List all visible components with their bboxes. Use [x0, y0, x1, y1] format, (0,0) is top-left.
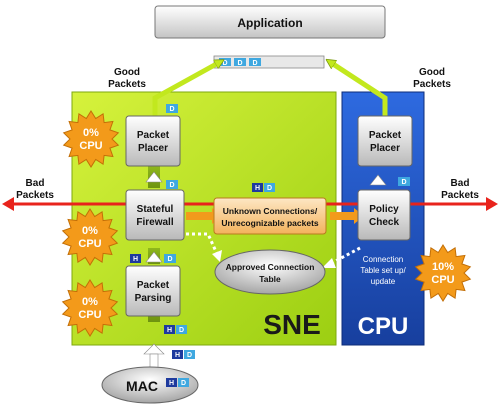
- packet-tag-h: [166, 378, 177, 387]
- svg-text:Bad: Bad: [451, 178, 470, 189]
- bad-arrowhead-left: [2, 197, 14, 211]
- svg-text:Table set up/: Table set up/: [360, 266, 406, 275]
- packet-parsing-box: Packet Parsing: [125, 265, 181, 317]
- connection-table-setup-label: Connection Table set up/ update: [360, 255, 406, 286]
- svg-text:Packets: Packets: [108, 79, 146, 90]
- application-box: Application: [154, 5, 386, 39]
- svg-text:D: D: [222, 60, 227, 67]
- good-packets-label-right: Good Packets: [413, 67, 451, 90]
- svg-text:update: update: [371, 277, 396, 286]
- svg-text:CPU: CPU: [78, 309, 101, 321]
- packet-tag-h: [172, 350, 183, 359]
- cpu-badge-10-percent: 10% CPU: [414, 244, 472, 302]
- packet-tags: D D H D H D H D H D H D D: [130, 104, 410, 387]
- packet-tag-d: [176, 325, 187, 334]
- svg-text:D: D: [252, 60, 257, 67]
- svg-text:Packet: Packet: [137, 130, 170, 141]
- policy-check-box: Policy Check: [357, 189, 411, 241]
- arrow-up-firewall: [145, 171, 163, 183]
- svg-text:D: D: [181, 380, 186, 387]
- svg-text:D: D: [401, 179, 406, 186]
- packet-tag-d: [184, 350, 195, 359]
- packet-tag-d: [166, 104, 178, 113]
- svg-text:D: D: [169, 106, 174, 113]
- packet-tag-d: [234, 58, 246, 66]
- svg-text:Check: Check: [369, 217, 399, 228]
- svg-text:D: D: [179, 327, 184, 334]
- svg-text:0%: 0%: [82, 225, 98, 237]
- svg-text:Policy: Policy: [369, 204, 399, 215]
- application-label: Application: [237, 16, 302, 30]
- bad-packets-label-right: Bad Packets: [441, 178, 479, 201]
- svg-text:Bad: Bad: [26, 178, 45, 189]
- arrow-up-parsing: [145, 251, 163, 263]
- svg-text:Unknown Connections/: Unknown Connections/: [223, 206, 318, 216]
- packet-tag-d: [249, 58, 261, 66]
- sne-label: SNE: [263, 309, 321, 340]
- svg-text:H: H: [133, 256, 138, 263]
- packet-tag-d: [164, 254, 176, 263]
- svg-text:Firewall: Firewall: [136, 217, 173, 228]
- svg-text:D: D: [237, 60, 242, 67]
- packet-tag-d: [166, 180, 178, 189]
- good-arrow-right: [330, 62, 388, 116]
- cpu-label: CPU: [358, 313, 409, 340]
- bad-arrowhead-right: [486, 197, 498, 211]
- svg-text:H: H: [167, 327, 172, 334]
- application-queue: D D D: [213, 55, 325, 69]
- stateful-firewall-box: Stateful Firewall: [125, 189, 185, 241]
- svg-text:D: D: [169, 182, 174, 189]
- good-packets-label-left: Good Packets: [108, 67, 146, 90]
- svg-text:D: D: [187, 352, 192, 359]
- svg-text:D: D: [167, 256, 172, 263]
- svg-text:H: H: [255, 185, 260, 192]
- approved-connection-table: Approved Connection Table: [214, 249, 326, 295]
- svg-text:CPU: CPU: [431, 274, 454, 286]
- cpu-badge-0-percent-top: 0% CPU: [62, 110, 120, 168]
- svg-text:H: H: [169, 380, 174, 387]
- svg-text:Placer: Placer: [138, 143, 168, 154]
- packet-tag-d: [178, 378, 189, 387]
- good-packets-arrows: [152, 62, 388, 116]
- packet-tag-d: [264, 183, 275, 192]
- svg-text:Approved Connection: Approved Connection: [226, 262, 315, 272]
- svg-text:Table: Table: [259, 274, 281, 284]
- svg-text:Packets: Packets: [16, 190, 54, 201]
- svg-text:Good: Good: [114, 67, 140, 78]
- connection-table-arrows: [186, 232, 361, 268]
- svg-text:Unrecognizable packets: Unrecognizable packets: [221, 218, 319, 228]
- svg-text:Placer: Placer: [370, 143, 400, 154]
- cpu-badge-0-percent-bottom: 0% CPU: [61, 279, 119, 337]
- svg-text:CPU: CPU: [78, 238, 101, 250]
- packet-tag-d: [398, 177, 410, 186]
- cpu-badge-0-percent-middle: 0% CPU: [61, 208, 119, 266]
- svg-text:Packets: Packets: [441, 190, 479, 201]
- unknown-connections-box: Unknown Connections/ Unrecognizable pack…: [213, 197, 327, 235]
- mac-label: MAC: [126, 378, 158, 394]
- svg-text:D: D: [267, 185, 272, 192]
- packet-tag-h: [164, 325, 175, 334]
- packet-tag-h: [252, 183, 263, 192]
- svg-text:Parsing: Parsing: [135, 293, 172, 304]
- packet-tag-h: [130, 254, 141, 263]
- svg-text:Good: Good: [419, 67, 445, 78]
- svg-text:0%: 0%: [83, 127, 99, 139]
- packet-placer-cpu-box: Packet Placer: [357, 115, 413, 167]
- svg-text:Packet: Packet: [137, 280, 170, 291]
- svg-text:Packet: Packet: [369, 130, 402, 141]
- svg-text:0%: 0%: [82, 296, 98, 308]
- arrow-up-policy: [369, 174, 387, 186]
- svg-text:Connection: Connection: [363, 255, 403, 264]
- svg-text:CPU: CPU: [79, 140, 102, 152]
- svg-text:10%: 10%: [432, 261, 454, 273]
- svg-text:Stateful: Stateful: [137, 204, 174, 215]
- mac-oval: MAC: [101, 366, 199, 404]
- packet-placer-sne-box: Packet Placer: [125, 115, 181, 167]
- svg-text:Packets: Packets: [413, 79, 451, 90]
- good-arrow-left: [152, 62, 220, 116]
- svg-text:H: H: [175, 352, 180, 359]
- bad-packets-label-left: Bad Packets: [16, 178, 54, 201]
